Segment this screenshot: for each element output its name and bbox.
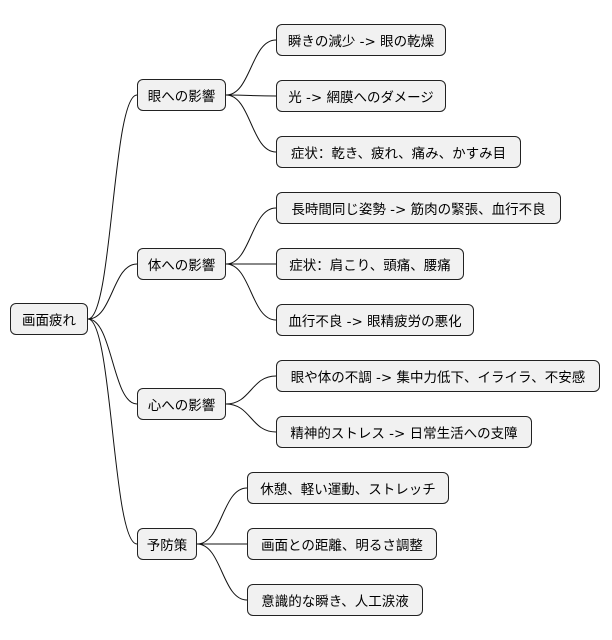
- leaf-node-mind-1: 眼や体の不調 -> 集中力低下、イライラ、不安感: [276, 360, 600, 392]
- leaf-node-body-3: 血行不良 -> 眼精疲労の悪化: [276, 304, 474, 336]
- connector-branch-node-body: [87, 263, 138, 320]
- connector-leaf-node-body-1: [225, 207, 277, 265]
- connector-leaf-node-prevention-1: [196, 487, 248, 545]
- root-node: 画面疲れ: [10, 303, 88, 335]
- leaf-node-prevention-3: 意識的な瞬き、人工涙液: [247, 584, 423, 616]
- leaf-node-body-1: 長時間同じ姿勢 -> 筋肉の緊張、血行不良: [276, 192, 561, 224]
- connector-leaf-node-eye-3: [225, 94, 277, 153]
- branch-node-mind: 心への影響: [137, 388, 226, 420]
- branch-node-prevention: 予防策: [137, 528, 197, 560]
- connector-leaf-node-mind-1: [225, 375, 277, 405]
- connector-branch-node-mind: [87, 318, 138, 405]
- leaf-node-prevention-1: 休憩、軽い運動、ストレッチ: [247, 472, 449, 504]
- connector-branch-node-prevention: [87, 318, 138, 545]
- connector-leaf-node-mind-2: [225, 403, 277, 433]
- leaf-node-body-2: 症状：肩こり、頭痛、腰痛: [276, 248, 464, 280]
- leaf-node-mind-2: 精神的ストレス -> 日常生活への支障: [276, 416, 532, 448]
- branch-node-eye: 眼への影響: [137, 79, 226, 111]
- connector-leaf-node-eye-2: [225, 94, 277, 97]
- connector-leaf-node-eye-1: [225, 39, 277, 96]
- leaf-node-prevention-2: 画面との距離、明るさ調整: [247, 528, 437, 560]
- connector-branch-node-eye: [87, 94, 138, 320]
- leaf-node-eye-3: 症状：乾き、疲れ、痛み、かすみ目: [276, 136, 521, 168]
- leaf-node-eye-2: 光 -> 網膜へのダメージ: [276, 80, 446, 112]
- branch-node-body: 体への影響: [137, 248, 226, 280]
- connector-leaf-node-prevention-3: [196, 543, 248, 601]
- leaf-node-eye-1: 瞬きの減少 -> 眼の乾燥: [276, 24, 446, 56]
- connector-leaf-node-body-3: [225, 263, 277, 321]
